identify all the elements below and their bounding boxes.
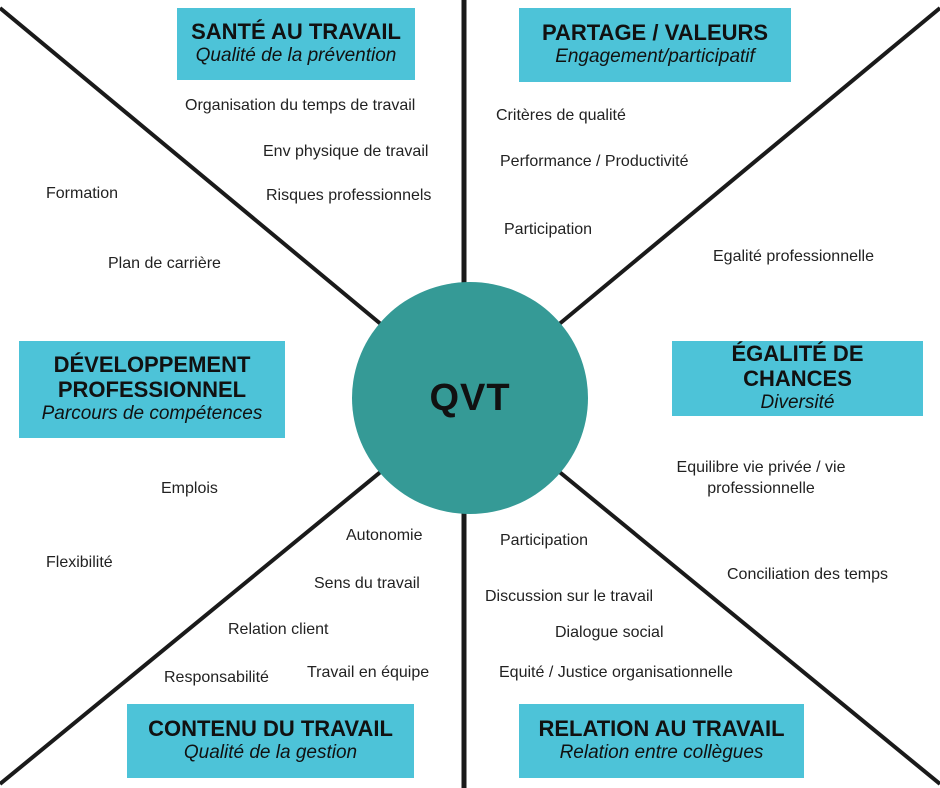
- line-diagonal-top-left: [0, 6, 402, 342]
- box-contenu-subtitle: Qualité de la gestion: [183, 742, 358, 764]
- box-developpement-title: DÉVELOPPEMENT PROFESSIONNEL: [53, 351, 251, 403]
- box-egalite-subtitle: Diversité: [760, 392, 835, 414]
- box-partage-subtitle: Engagement/participatif: [555, 46, 755, 68]
- label-egalite-professionnelle: Egalité professionnelle: [713, 248, 874, 265]
- label-conciliation-temps: Conciliation des temps: [727, 566, 888, 583]
- box-developpement-professionnel: DÉVELOPPEMENT PROFESSIONNEL Parcours de …: [19, 341, 285, 438]
- label-sens-du-travail: Sens du travail: [314, 575, 420, 592]
- label-discussion-travail: Discussion sur le travail: [485, 588, 654, 605]
- box-sante-au-travail: SANTÉ AU TRAVAIL Qualité de la préventio…: [177, 8, 415, 80]
- box-sante-subtitle: Qualité de la prévention: [195, 45, 397, 67]
- center-label: QVT: [429, 376, 511, 419]
- line-diagonal-bottom-right: [538, 454, 940, 786]
- center-circle: QVT: [352, 282, 588, 514]
- label-organisation-temps: Organisation du temps de travail: [185, 97, 416, 114]
- line-diagonal-top-right: [538, 6, 940, 342]
- label-flexibilite: Flexibilité: [46, 554, 113, 571]
- label-formation: Formation: [46, 185, 119, 202]
- label-participation-bottom: Participation: [500, 532, 589, 549]
- box-egalite-de-chances: ÉGALITÉ DE CHANCES Diversité: [672, 341, 923, 416]
- label-autonomie: Autonomie: [346, 527, 423, 544]
- label-responsabilite: Responsabilité: [164, 669, 269, 686]
- label-criteres-qualite: Critères de qualité: [496, 107, 626, 124]
- box-contenu-du-travail: CONTENU DU TRAVAIL Qualité de la gestion: [127, 704, 414, 778]
- label-plan-carriere: Plan de carrière: [108, 255, 221, 272]
- box-partage-valeurs: PARTAGE / VALEURS Engagement/participati…: [519, 8, 791, 82]
- box-developpement-subtitle: Parcours de compétences: [41, 403, 263, 425]
- line-diagonal-bottom-left: [0, 454, 402, 786]
- label-participation-top: Participation: [504, 221, 593, 238]
- box-egalite-title: ÉGALITÉ DE CHANCES: [731, 340, 864, 392]
- box-contenu-title: CONTENU DU TRAVAIL: [148, 716, 393, 741]
- label-equilibre-vie: Equilibre vie privée / vie professionnel…: [676, 459, 846, 497]
- label-travail-equipe: Travail en équipe: [307, 664, 430, 681]
- box-partage-title: PARTAGE / VALEURS: [541, 20, 769, 45]
- label-risques-professionnels: Risques professionnels: [266, 187, 432, 204]
- label-equite-justice: Equité / Justice organisationnelle: [499, 664, 733, 681]
- label-env-physique: Env physique de travail: [263, 143, 429, 160]
- label-relation-client: Relation client: [228, 621, 329, 638]
- box-sante-title: SANTÉ AU TRAVAIL: [191, 19, 401, 44]
- box-relation-au-travail: RELATION AU TRAVAIL Relation entre collè…: [519, 704, 804, 778]
- box-relation-title: RELATION AU TRAVAIL: [538, 716, 785, 741]
- label-emplois: Emplois: [161, 480, 218, 497]
- label-performance-productivite: Performance / Productivité: [500, 153, 689, 170]
- box-relation-subtitle: Relation entre collègues: [559, 742, 764, 764]
- label-dialogue-social: Dialogue social: [555, 624, 664, 641]
